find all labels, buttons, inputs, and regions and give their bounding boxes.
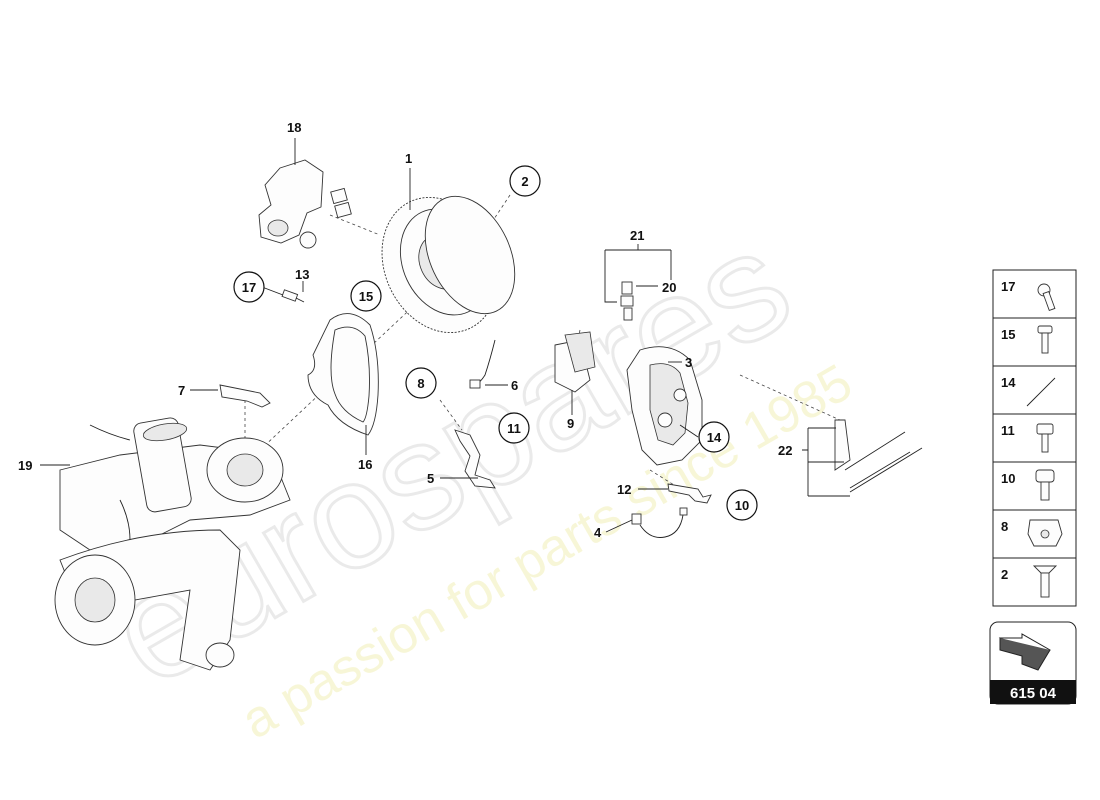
legend-row-2: 2 xyxy=(1001,565,1058,598)
part-13-screw xyxy=(281,289,305,303)
svg-text:17: 17 xyxy=(242,280,256,295)
svg-text:11: 11 xyxy=(507,421,521,436)
svg-text:14: 14 xyxy=(707,430,722,445)
part-3-brake-caliper xyxy=(626,346,703,466)
legend-row-17: 17 xyxy=(1001,279,1056,312)
callout-15: 15 xyxy=(350,280,382,312)
callout-19: 19 xyxy=(18,458,32,473)
callout-22: 22 xyxy=(778,443,792,458)
callout-11: 11 xyxy=(498,412,530,444)
circled-callouts: 2 17 15 8 11 14 10 xyxy=(233,165,758,521)
callout-10: 10 xyxy=(726,489,758,521)
callout-3: 3 xyxy=(685,355,692,370)
callout-6: 6 xyxy=(511,378,518,393)
fastener-legend: 17 15 14 11 10 8 2 xyxy=(992,269,1077,607)
legend-row-15: 15 xyxy=(1001,325,1053,354)
callout-17: 17 xyxy=(233,271,265,303)
legend-row-11: 11 xyxy=(1001,423,1054,453)
legend-row-10: 10 xyxy=(1001,469,1055,501)
callout-4: 4 xyxy=(594,525,602,540)
part-1-brake-disc xyxy=(381,195,516,334)
callout-9: 9 xyxy=(567,416,574,431)
callout-21: 21 xyxy=(630,228,644,243)
part-4-sensor-cable xyxy=(631,507,688,538)
diagram-code: 615 04 xyxy=(1010,685,1057,702)
part-18-actuator xyxy=(258,159,352,249)
svg-text:11: 11 xyxy=(1001,423,1015,438)
svg-text:8: 8 xyxy=(1001,519,1008,534)
leader-lines xyxy=(40,138,850,533)
callout-8: 8 xyxy=(405,367,437,399)
code-label-bg xyxy=(990,680,1076,704)
legend-row-14: 14 xyxy=(1001,375,1056,407)
callout-2: 2 xyxy=(509,165,541,197)
part-19-suspension-assembly xyxy=(54,417,291,671)
callout-12: 12 xyxy=(617,482,631,497)
svg-text:10: 10 xyxy=(735,498,749,513)
part-9-brake-pad xyxy=(554,331,596,393)
legend-row-8: 8 xyxy=(1001,519,1063,547)
callout-20: 20 xyxy=(662,280,676,295)
part-16-dust-shield xyxy=(307,313,379,436)
diagram-code-box: 615 04 xyxy=(989,621,1077,705)
callout-labels: 18 1 21 20 13 3 6 7 9 16 19 22 5 12 4 xyxy=(18,120,792,540)
svg-text:8: 8 xyxy=(417,376,424,391)
part-7-bracket xyxy=(219,384,271,408)
svg-text:15: 15 xyxy=(359,289,373,304)
part-12-bracket xyxy=(667,483,712,504)
part-22-pin-set xyxy=(834,419,923,493)
svg-text:2: 2 xyxy=(1001,567,1008,582)
part-20-bleed-valve xyxy=(620,281,634,321)
part-6-wear-sensor xyxy=(469,339,496,389)
callout-1: 1 xyxy=(405,151,412,166)
svg-text:17: 17 xyxy=(1001,279,1015,294)
callout-18: 18 xyxy=(287,120,301,135)
callout-16: 16 xyxy=(358,457,372,472)
callout-14: 14 xyxy=(698,421,730,453)
callout-7: 7 xyxy=(178,383,185,398)
callout-5: 5 xyxy=(427,471,434,486)
svg-text:15: 15 xyxy=(1001,327,1015,342)
svg-text:2: 2 xyxy=(521,174,528,189)
callout-13: 13 xyxy=(295,267,309,282)
svg-text:10: 10 xyxy=(1001,471,1015,486)
part-5-spring-clip xyxy=(454,429,496,489)
svg-text:14: 14 xyxy=(1001,375,1016,390)
